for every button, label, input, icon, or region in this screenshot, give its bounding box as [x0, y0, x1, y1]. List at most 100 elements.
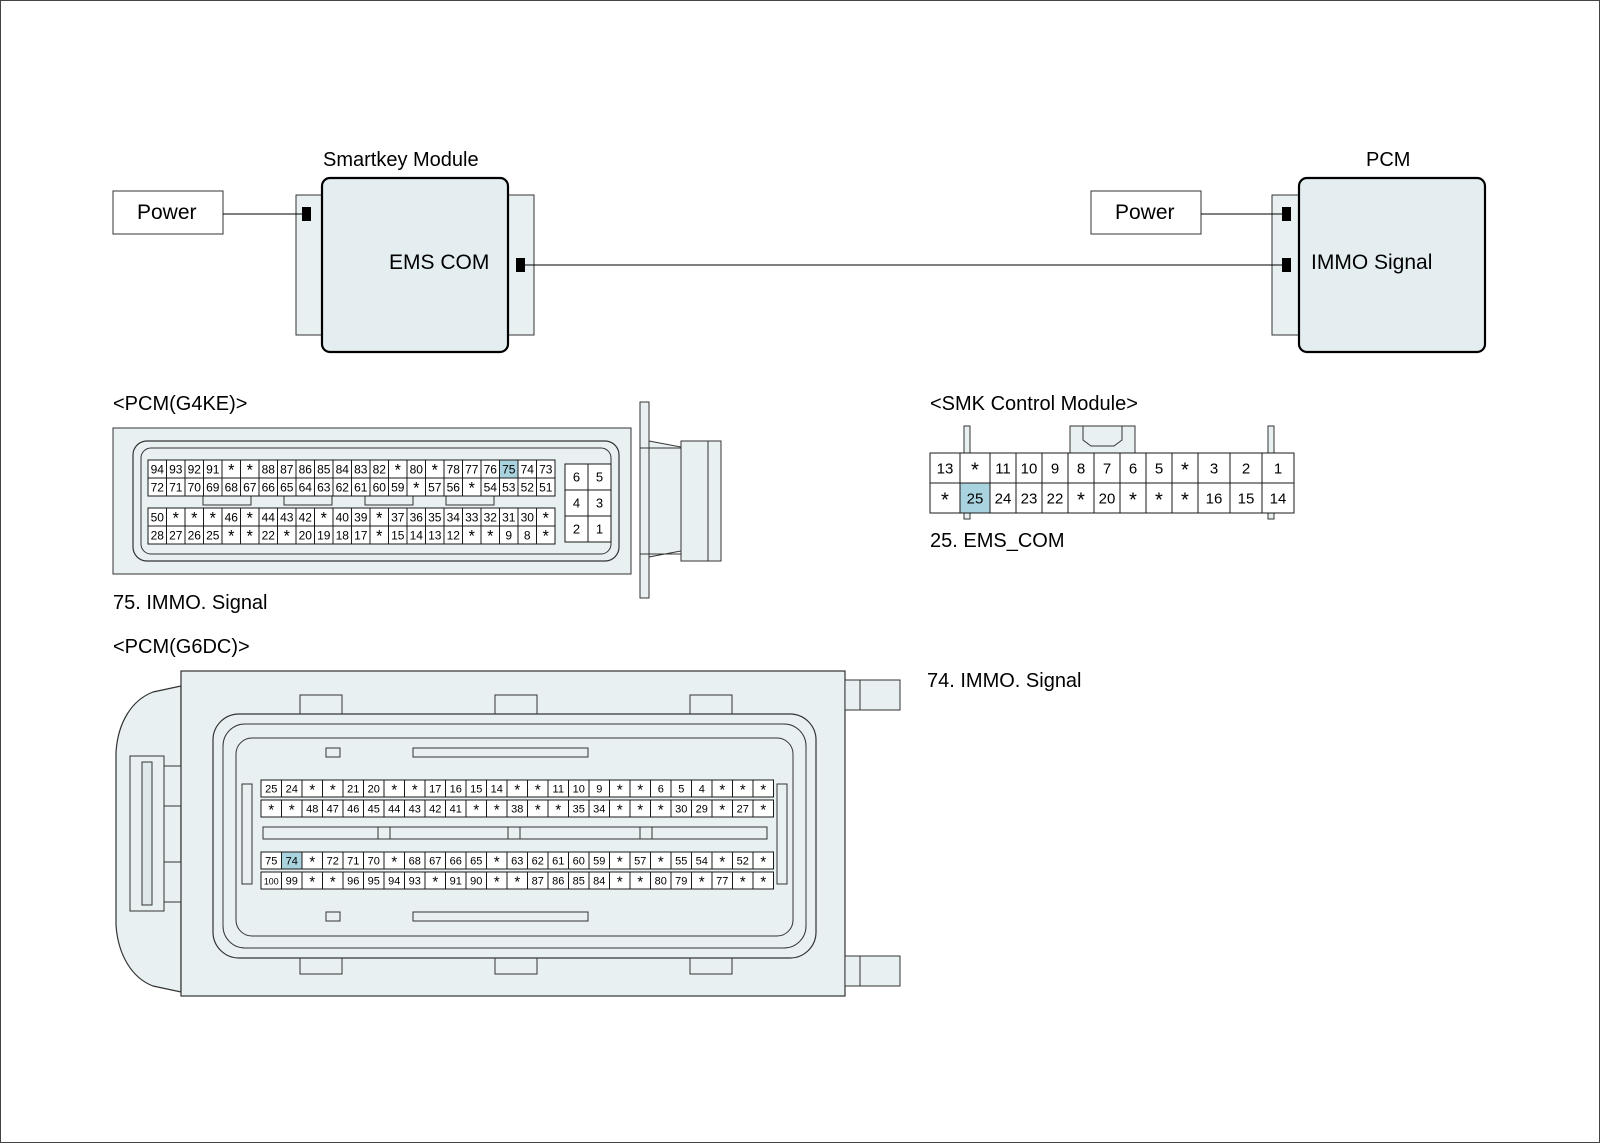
- g4ke-pin-label: 53: [502, 480, 516, 494]
- g6dc-pin-cell: [752, 851, 774, 870]
- g4ke-pin-label: *: [228, 462, 235, 480]
- smk-pin-cell: [1197, 452, 1231, 484]
- smk-pin-cell: [989, 482, 1017, 514]
- g4ke-pin-label: 32: [484, 510, 498, 524]
- g4ke-pin-label: 52: [521, 480, 535, 494]
- g6dc-pin-label: 70: [368, 855, 380, 867]
- g6dc-pin-label: *: [391, 783, 397, 799]
- g6dc-pin-label: 94: [388, 875, 400, 887]
- g4ke-pin-label: *: [376, 528, 383, 546]
- g4ke-pin-label: 8: [524, 528, 531, 542]
- g6dc-pin-label: 9: [596, 783, 602, 795]
- power-box-right: [1090, 190, 1202, 235]
- g6dc-pin-label: 85: [573, 875, 585, 887]
- g4ke-pin-label: 73: [539, 462, 553, 476]
- smk-pin-cell: [1145, 482, 1173, 514]
- smk-pin-label: *: [1181, 459, 1189, 481]
- g4ke-pin-label: 85: [317, 462, 331, 476]
- g6dc-pin-label: 68: [409, 855, 421, 867]
- g4ke-pin-label: 20: [299, 528, 313, 542]
- g6dc-pin-label: *: [740, 783, 746, 799]
- g4ke-pin-label: *: [284, 528, 291, 546]
- g4ke-pin-label: 18: [336, 528, 350, 542]
- g6dc-pin-label: *: [289, 803, 295, 819]
- g4ke-pin-label: *: [487, 528, 494, 546]
- g4ke-pin-label: 25: [206, 528, 220, 542]
- g4ke-pin-label: 13: [428, 528, 442, 542]
- g6dc-pin-label: *: [535, 803, 541, 819]
- g6dc-pin-label: 17: [429, 783, 441, 795]
- g6dc-pin-label: 34: [593, 803, 605, 815]
- smk-pin-label: 20: [1099, 490, 1116, 507]
- g4ke-pin-label: 26: [188, 528, 202, 542]
- g4ke-pin-label: 50: [151, 510, 165, 524]
- g4ke-pin-label: 88: [262, 462, 276, 476]
- g6dc-pin-label: 43: [409, 803, 421, 815]
- g6dc-pin-label: 24: [286, 783, 298, 795]
- g6dc-pin-label: *: [309, 875, 315, 891]
- g4ke-pin-label: 60: [373, 480, 387, 494]
- g4ke-aux-pin-cell: [587, 515, 612, 543]
- g6dc-pin-label: 48: [306, 803, 318, 815]
- g6dc-pin-cell: [752, 799, 774, 818]
- smk-pin-label: 15: [1238, 490, 1255, 507]
- g4ke-pin-label: 63: [317, 480, 331, 494]
- g4ke-pin-label: 71: [169, 480, 183, 494]
- g4ke-pin-label: 22: [262, 528, 276, 542]
- g6dc-pin-label: *: [658, 803, 664, 819]
- g6dc-pin-label: 96: [347, 875, 359, 887]
- g6dc-pin-label: *: [514, 875, 520, 891]
- g6dc-pin-label: 6: [658, 783, 664, 795]
- g6dc-pin-label: 42: [429, 803, 441, 815]
- g4ke-pin-label: 69: [206, 480, 220, 494]
- g6dc-pin-label: 79: [675, 875, 687, 887]
- g6dc-pin-label: 5: [678, 783, 684, 795]
- g6dc-pin-label: 45: [368, 803, 380, 815]
- g4ke-pin-label: 37: [391, 510, 405, 524]
- g6dc-pin-label: 100: [264, 876, 279, 886]
- g6dc-pin-label: 47: [327, 803, 339, 815]
- g6dc-pin-label: *: [330, 783, 336, 799]
- g4ke-pin-label: 72: [151, 480, 165, 494]
- g4ke-pin-label: 33: [465, 510, 479, 524]
- g6dc-pin-label: 66: [450, 855, 462, 867]
- g6dc-pin-label: 15: [470, 783, 482, 795]
- power-label-left: Power: [137, 201, 197, 224]
- smk-pin-label: 10: [1021, 460, 1038, 477]
- g4ke-pin-label: *: [413, 480, 420, 498]
- g4ke-aux-pin-label: 2: [573, 522, 580, 537]
- g6dc-pin-label: *: [494, 875, 500, 891]
- g6dc-pin-label: 71: [347, 855, 359, 867]
- g4ke-pin-label: 64: [299, 480, 313, 494]
- g6dc-pin-note: 74. IMMO. Signal: [927, 670, 1082, 692]
- g6dc-pin-label: *: [617, 783, 623, 799]
- g4ke-pin-label: 51: [539, 480, 553, 494]
- smk-pin-label: *: [1181, 489, 1189, 511]
- smk-pin-label: *: [941, 489, 949, 511]
- g4ke-pin-label: 84: [336, 462, 350, 476]
- smk-pin-label: 14: [1270, 490, 1287, 507]
- smk-pin-label: *: [1129, 489, 1137, 511]
- g4ke-pin-label: 19: [317, 528, 331, 542]
- smk-pin-label: 2: [1242, 460, 1250, 477]
- g6dc-pin-label: *: [617, 855, 623, 871]
- g4ke-pin-label: 12: [447, 528, 461, 542]
- g4ke-pin-label: 27: [169, 528, 183, 542]
- smk-pin-label: 13: [937, 460, 954, 477]
- smk-pin-label: 8: [1077, 460, 1085, 477]
- g6dc-pin-label: 25: [265, 783, 277, 795]
- g4ke-pin-label: 34: [447, 510, 461, 524]
- smk-pin-label: 24: [995, 490, 1012, 507]
- g4ke-pin-label: 30: [521, 510, 535, 524]
- g4ke-pin-label: 42: [299, 510, 313, 524]
- g6dc-pin-label: *: [494, 803, 500, 819]
- g4ke-pin-label: 57: [428, 480, 442, 494]
- g4ke-pin-label: *: [543, 528, 550, 546]
- smk-pin-cell: [1015, 482, 1043, 514]
- g6dc-pin-label: 75: [265, 855, 277, 867]
- g6dc-pin-label: *: [412, 783, 418, 799]
